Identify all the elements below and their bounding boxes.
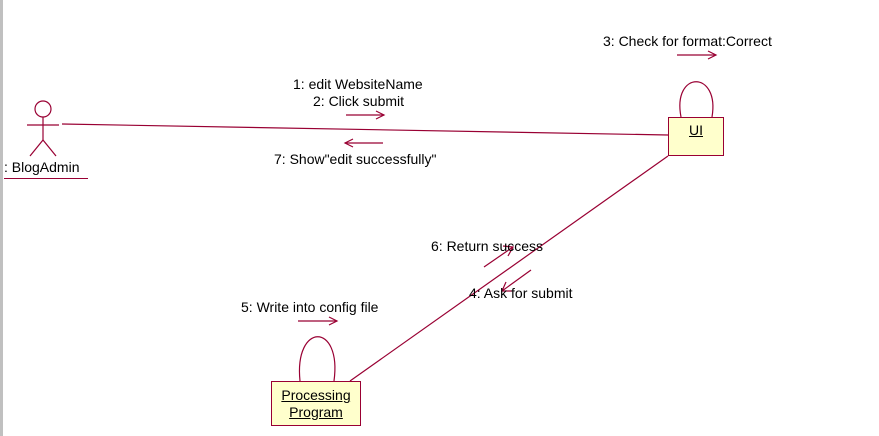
message-arrow-4 <box>501 269 532 292</box>
message-arrow-7 <box>343 138 383 148</box>
message-arrow-2 <box>346 110 386 120</box>
message-label-1: 1: edit WebsiteName <box>293 76 423 92</box>
link-ui-processing <box>349 155 669 382</box>
actor-right-leg <box>42 139 57 157</box>
self-loop-ui <box>679 81 714 118</box>
actor-figure <box>27 100 59 157</box>
self-loop-processing <box>298 336 336 382</box>
actor-name: : BlogAdmin <box>4 159 88 179</box>
message-label-4: 4: Ask for submit <box>469 285 573 301</box>
message-arrow-6 <box>483 245 514 268</box>
message-arrow-5 <box>298 316 339 326</box>
link-actor-ui <box>61 123 669 136</box>
message-label-5: 5: Write into config file <box>241 299 379 315</box>
message-arrow-3 <box>677 50 718 60</box>
message-label-6: 6: Return success <box>431 238 544 254</box>
window-left-edge <box>0 0 3 436</box>
message-label-2: 2: Click submit <box>313 93 405 109</box>
actor-head <box>34 100 52 118</box>
ui-object[interactable]: UI <box>668 117 724 156</box>
message-label-7: 7: Show"edit successfully" <box>274 151 437 167</box>
message-label-3: 3: Check for format:Correct <box>603 33 772 49</box>
actor-left-leg <box>29 139 44 157</box>
ui-object-label: UI <box>689 122 703 138</box>
